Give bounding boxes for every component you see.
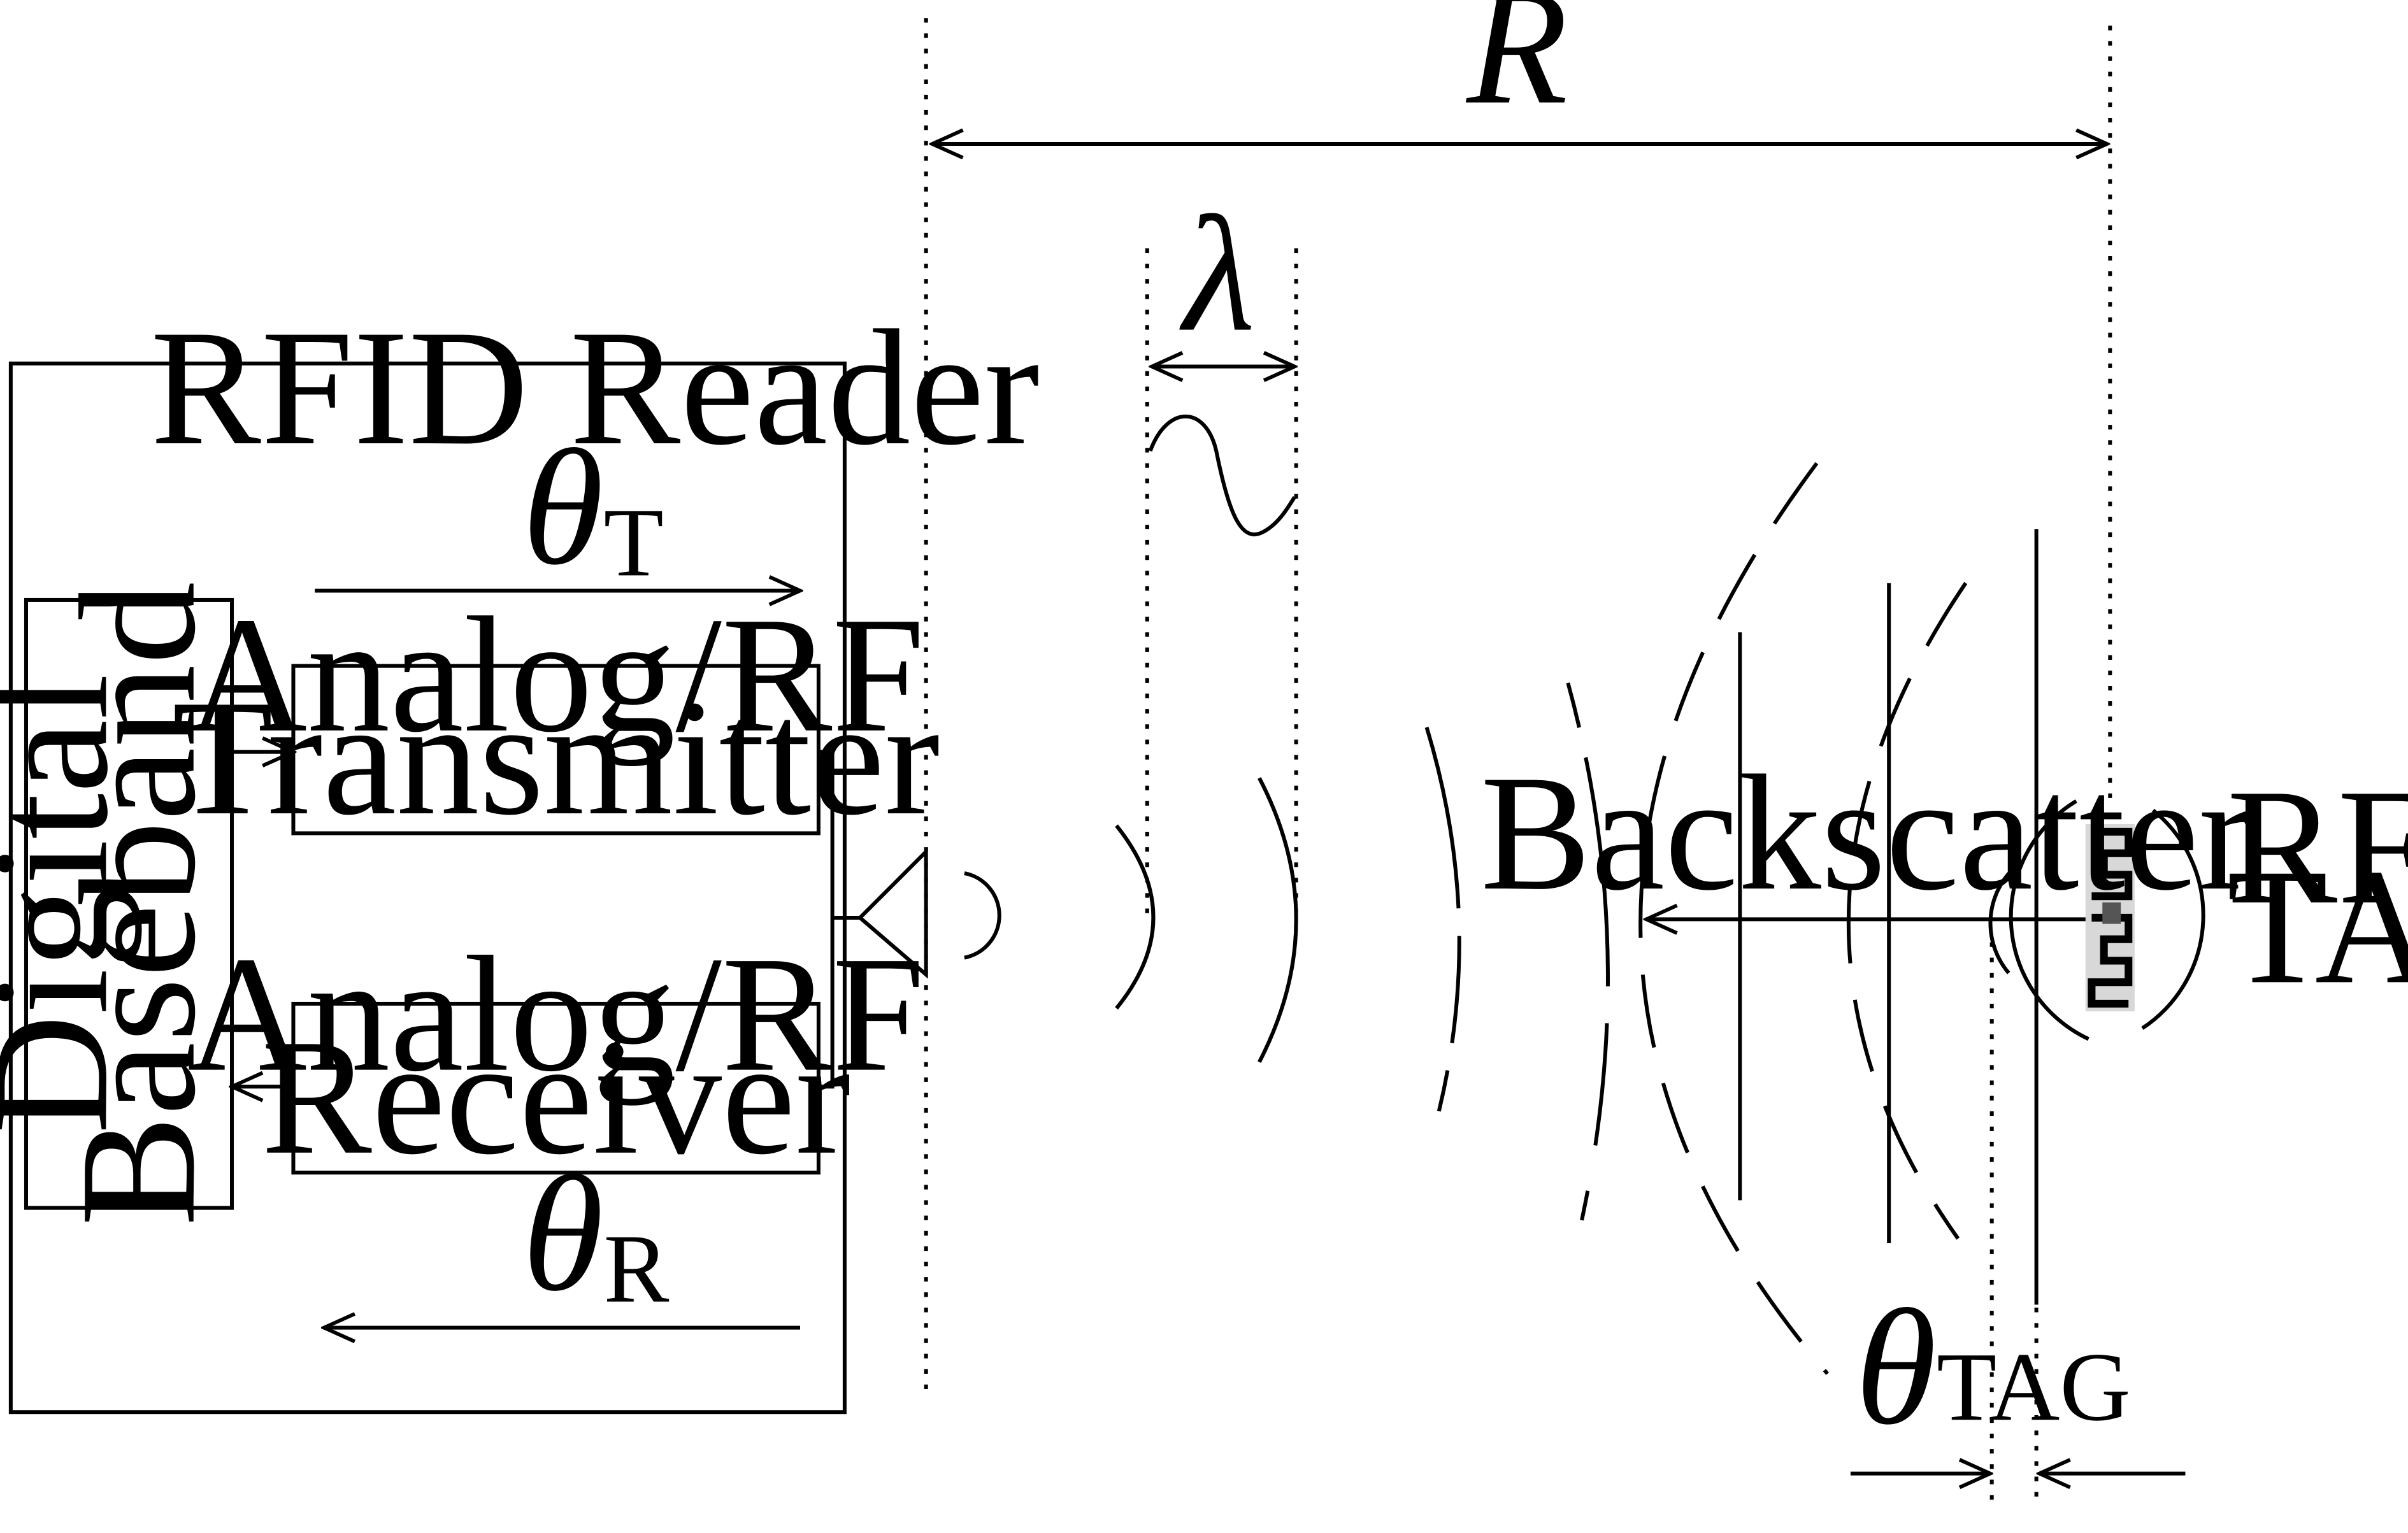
backscatter-label: Backscatter xyxy=(1480,741,2254,925)
wavefront-1 xyxy=(1115,824,1156,1010)
tag-arc-right xyxy=(2141,808,2205,1030)
backscatter-wavefront-outer xyxy=(1638,462,1830,1375)
theta-tag-label: θTAG xyxy=(1855,1276,2131,1459)
theta-r-label: θR xyxy=(522,1142,670,1325)
theta-tag-symbol: θ xyxy=(1855,1276,1937,1459)
tag-arc-left xyxy=(2009,799,2089,1041)
wavefront-2 xyxy=(1258,777,1298,1063)
baseband-label-line2: Baseband xyxy=(47,581,230,1226)
theta-tag-subscript: TAG xyxy=(1937,1333,2131,1441)
theta-t-subscript: T xyxy=(604,488,664,597)
reader-title: RFID Reader xyxy=(150,296,1039,480)
tag-arc-far-left xyxy=(1988,869,2014,974)
theta-r-symbol: θ xyxy=(522,1142,604,1325)
wavelength-wave-icon xyxy=(1148,415,1296,537)
range-r-label: R xyxy=(1464,0,1568,139)
receiver-label-line1: Analog/RF xyxy=(187,923,924,1106)
wavefront-3 xyxy=(1424,727,1461,1112)
theta-r-subscript: R xyxy=(604,1215,670,1323)
tag-label-line1: RFID xyxy=(2227,755,2408,939)
transmitter-label-line2: Transmitter xyxy=(172,666,940,850)
baseband-box xyxy=(24,597,234,1210)
rfid-tag-icon xyxy=(2085,824,2135,1012)
wavelength-label: λ xyxy=(1179,183,1256,366)
baseband-label: Digital Baseband xyxy=(0,581,230,1226)
receiver-label-line2: Receiver xyxy=(261,1006,850,1189)
theta-t-label: θT xyxy=(522,416,664,599)
baseband-label-line1: Digital xyxy=(0,674,142,1134)
transmitter-label-line1: Analog/RF xyxy=(187,583,924,767)
backscatter-wavefront-inner xyxy=(1846,581,1968,1240)
tag-label-line2: TAG xyxy=(2227,835,2408,1018)
reader-box xyxy=(8,361,847,1415)
theta-t-symbol: θ xyxy=(522,416,604,599)
antenna-emission-arc xyxy=(964,871,1001,960)
wavefront-4 xyxy=(1566,682,1610,1221)
